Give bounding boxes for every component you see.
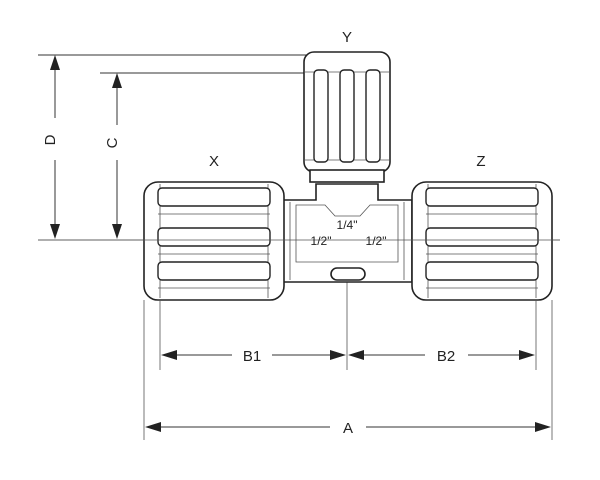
thread-right-label: 1/2": [366, 234, 387, 248]
dimension-b1-label: B1: [243, 348, 261, 365]
dimension-d-label: D: [42, 134, 59, 145]
dimension-b2-label: B2: [437, 348, 455, 365]
tee-body: [281, 183, 413, 283]
dimension-a: A: [145, 420, 551, 437]
top-nut-y: [303, 51, 391, 183]
dimension-b2: B2: [348, 348, 535, 365]
thread-top-label: 1/4": [337, 218, 358, 232]
port-z-label: Z: [476, 153, 485, 170]
port-y-label: Y: [342, 29, 352, 46]
right-nut-z: [411, 181, 553, 301]
dimension-c-label: C: [104, 137, 121, 148]
left-nut-x: [143, 181, 285, 301]
dimension-d: D: [38, 54, 345, 239]
dimension-c: C: [100, 72, 310, 239]
dimension-b1: B1: [161, 348, 346, 365]
thread-left-label: 1/2": [311, 234, 332, 248]
dimension-a-label: A: [343, 420, 353, 437]
port-x-label: X: [209, 153, 219, 170]
